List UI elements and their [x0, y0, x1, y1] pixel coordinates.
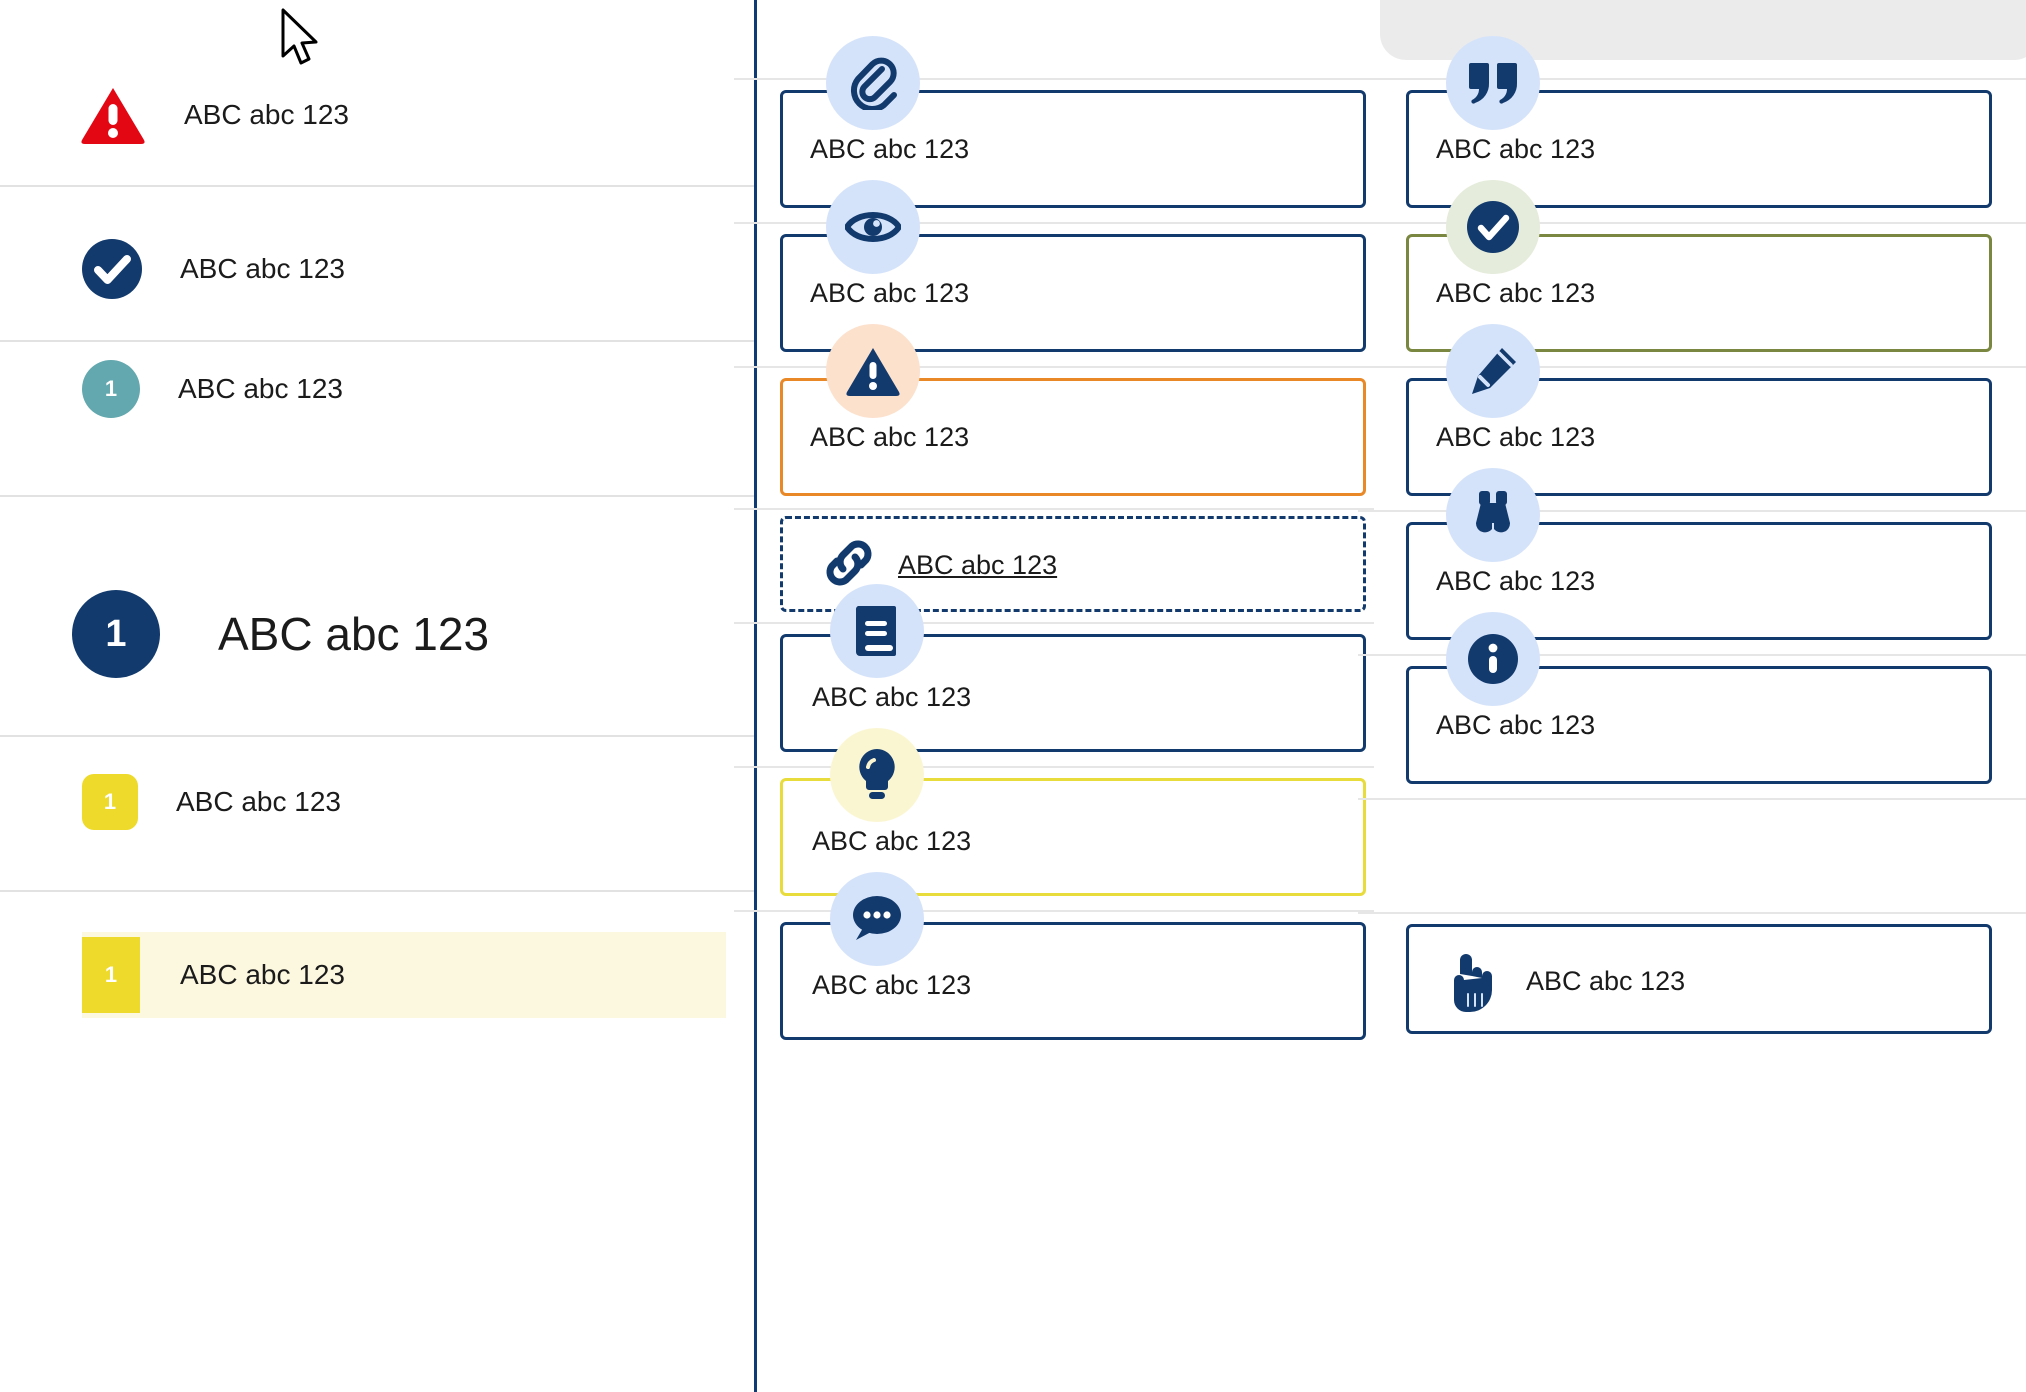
check-circle-icon [82, 239, 142, 299]
badge-number: 1 [104, 962, 118, 987]
lightbulb-icon [830, 728, 924, 822]
link-icon [810, 524, 888, 602]
card-label: ABC abc 123 [1436, 422, 1596, 452]
row-separator [734, 622, 1374, 624]
sidebar-item-label: ABC abc 123 [176, 786, 341, 818]
sidebar-item-number-large[interactable]: 1 ABC abc 123 [0, 582, 754, 686]
card-label: ABC abc 123 [812, 970, 972, 1000]
sidebar-separator [0, 735, 754, 737]
sidebar-item-label: ABC abc 123 [180, 253, 345, 285]
sidebar-item-check[interactable]: ABC abc 123 [0, 232, 754, 306]
row-separator [734, 78, 1374, 80]
row-highlight-background [82, 932, 726, 1018]
sidebar-item-label: ABC abc 123 [218, 608, 490, 660]
sidebar-separator [0, 185, 754, 187]
sidebar-item-label: ABC abc 123 [184, 99, 349, 131]
card-label: ABC abc 123 [1436, 710, 1596, 740]
eye-icon [826, 180, 920, 274]
binoculars-icon [1446, 468, 1540, 562]
card-label: ABC abc 123 [1526, 966, 1686, 996]
book-icon [830, 584, 924, 678]
badge-number: 1 [105, 612, 127, 655]
sidebar-item-number-yellow[interactable]: 1 ABC abc 123 [0, 765, 754, 839]
quote-icon [1446, 36, 1540, 130]
sidebar-item-label: ABC abc 123 [180, 959, 345, 991]
sidebar-separator [0, 340, 754, 342]
number-badge-icon: 1 [72, 590, 160, 678]
card-label: ABC abc 123 [810, 134, 970, 164]
sidebar: ABC abc 123 ABC abc 123 1 ABC abc 123 1 [0, 0, 754, 1392]
pencil-icon [1446, 324, 1540, 418]
sidebar-item-label: ABC abc 123 [178, 373, 343, 405]
pointing-hand-icon [1434, 944, 1508, 1018]
sidebar-item-number-highlighted[interactable]: 1 ABC abc 123 [0, 932, 754, 1018]
number-badge-icon: 1 [82, 937, 140, 1013]
row-separator [734, 222, 1374, 224]
badge-number: 1 [104, 376, 118, 401]
row-separator [1358, 912, 2026, 914]
info-icon [1446, 612, 1540, 706]
row-separator [1358, 510, 2026, 512]
row-separator [734, 766, 1374, 768]
card-label: ABC abc 123 [812, 826, 972, 856]
row-separator [1358, 78, 2026, 80]
warning-triangle-icon [826, 324, 920, 418]
card-pointing-hand[interactable] [1406, 924, 1992, 1034]
sidebar-separator [0, 890, 754, 892]
row-separator [1358, 222, 2026, 224]
number-badge-icon: 1 [82, 360, 140, 418]
row-separator [734, 910, 1374, 912]
chat-bubble-icon [830, 872, 924, 966]
sidebar-item-number-teal[interactable]: 1 ABC abc 123 [0, 352, 754, 426]
row-separator [1358, 366, 2026, 368]
number-badge-icon: 1 [82, 774, 138, 830]
vertical-divider [754, 0, 757, 1392]
row-separator [1358, 654, 2026, 656]
card-link-label[interactable]: ABC abc 123 [898, 550, 1058, 580]
warning-triangle-icon [80, 86, 146, 144]
badge-number: 1 [103, 789, 117, 814]
mouse-cursor-icon [280, 8, 326, 70]
card-label: ABC abc 123 [812, 682, 972, 712]
card-label: ABC abc 123 [810, 278, 970, 308]
card-label: ABC abc 123 [1436, 278, 1596, 308]
row-separator [1358, 798, 2026, 800]
sidebar-separator [0, 495, 754, 497]
card-label: ABC abc 123 [1436, 566, 1596, 596]
sidebar-item-warning[interactable]: ABC abc 123 [0, 78, 754, 152]
row-separator [734, 366, 1374, 368]
card-label: ABC abc 123 [810, 422, 970, 452]
row-separator [734, 508, 1374, 510]
check-circle-icon [1446, 180, 1540, 274]
card-label: ABC abc 123 [1436, 134, 1596, 164]
paperclip-icon [826, 36, 920, 130]
